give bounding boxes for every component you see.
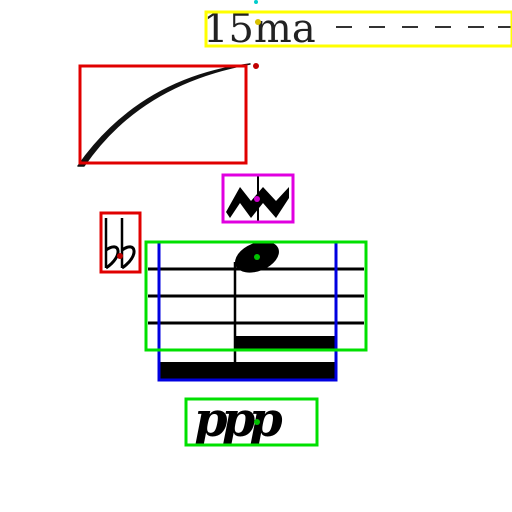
annotation-center-markers [117,0,261,425]
center-marker [117,253,123,259]
staff-lines [148,267,364,325]
beam-upper [235,336,336,349]
dynamic-marking: ppp [194,392,288,448]
note-group [160,241,336,379]
center-marker [254,196,260,202]
center-marker [254,419,260,425]
center-marker [255,19,261,25]
center-marker [253,63,259,69]
center-marker [254,254,260,260]
dynamic-text: ppp [194,392,282,448]
beam-lower [160,362,336,379]
slur-curve [77,63,251,167]
double-flat-box [99,211,142,274]
center-marker [254,0,258,4]
annotation-overlays [78,10,512,447]
slur-box [78,64,248,165]
ottava-marking-box [204,10,512,48]
staff-region-box [144,240,368,352]
ottava-marking: 15ma [203,6,512,52]
double-flat-accidental [104,218,136,270]
dynamic-box [184,397,319,447]
mordent-box [221,173,295,224]
ottava-text: 15ma [203,6,316,52]
